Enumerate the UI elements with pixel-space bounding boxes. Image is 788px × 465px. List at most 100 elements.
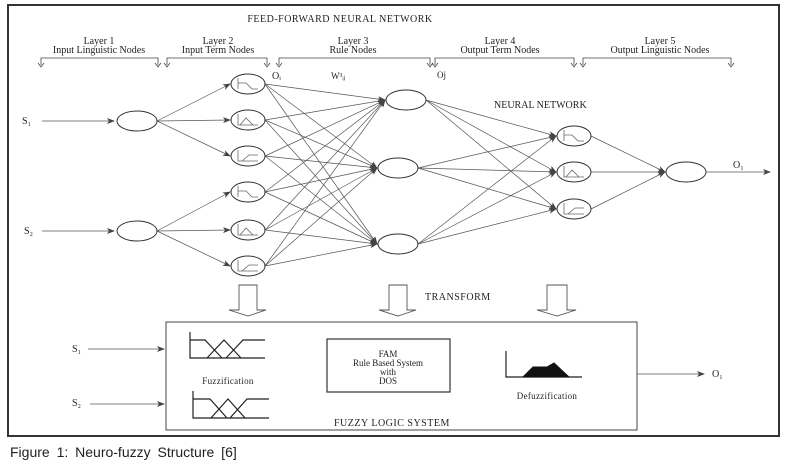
layer-1-node: [116, 110, 158, 132]
layer-4-subtitle: Output Term Nodes: [460, 45, 539, 56]
layer-2-name: Layer 2: [203, 36, 234, 47]
transform-label: TRANSFORM: [425, 292, 491, 303]
layer-1-bracket: [40, 57, 159, 65]
layer-brackets: [40, 57, 732, 65]
edge-l3-l4: [425, 99, 557, 210]
layer-2-node: [230, 181, 266, 203]
fuzzy-output-label: O₁: [712, 369, 723, 380]
fam-rule-box: [326, 338, 451, 393]
edge-l3-l4: [417, 134, 557, 169]
input-label-s2: S₂: [24, 226, 33, 237]
fuzzification-plot-2: [192, 391, 269, 419]
layer-3-node: [377, 157, 419, 179]
edge-l3-l4: [417, 135, 557, 245]
defuzzification-plot: [505, 351, 582, 378]
fam-line-4: DOS: [379, 376, 397, 386]
edge-l2-l3: [264, 98, 386, 121]
s-membership-icon: [563, 203, 584, 215]
layer-2-subtitle: Input Term Nodes: [182, 45, 255, 56]
layer-3-subtitle: Rule Nodes: [330, 45, 377, 56]
layer-5-subtitle: Output Linguistic Nodes: [611, 45, 710, 56]
transform-arrows: [228, 284, 577, 317]
fuzzy-input-label-s2: S₂: [72, 398, 81, 409]
edge-l3-l4: [417, 167, 557, 175]
fam-line-1: FAM: [379, 349, 398, 359]
edge-l1-l2: [156, 230, 231, 267]
edge-l2-l3: [264, 155, 378, 171]
figure-caption: Figure 1: Neuro-fuzzy Structure [6]: [10, 444, 237, 460]
layer-4-node: [556, 125, 592, 147]
oj-label: Oj: [437, 70, 446, 80]
edge-l2-l3: [264, 99, 386, 193]
layer-1-subtitle: Input Linguistic Nodes: [53, 45, 145, 56]
edge-l3-l4: [417, 171, 557, 245]
layer-4-bracket: [434, 57, 575, 65]
edge-l3-l4: [425, 99, 557, 138]
edge-l2-l3: [264, 167, 378, 267]
z-membership-icon: [237, 78, 258, 90]
edge-l2-l3: [264, 99, 386, 157]
triangle-membership-icon: [237, 114, 258, 126]
oi-label: Oᵢ: [272, 71, 281, 82]
edge-l4-l5: [590, 171, 666, 210]
weight-label: W³ᵢⱼ: [331, 71, 346, 81]
edge-l2-l3: [264, 83, 378, 245]
layer-headers: Layer 1 Input Linguistic Nodes Layer 2 I…: [53, 36, 710, 56]
fuzzification-plot-1: [189, 332, 265, 359]
defuzzification-label: Defuzzification: [517, 391, 578, 401]
layer-bracket-arrowheads: [37, 62, 735, 68]
edge-l1-l2: [156, 227, 231, 234]
s-membership-icon: [237, 150, 258, 162]
layer-4-name: Layer 4: [485, 36, 516, 47]
layer-2-node: [230, 73, 266, 95]
network-connections: [156, 83, 666, 267]
layer-5-bracket: [582, 57, 732, 65]
edge-l1-l2: [156, 191, 231, 232]
layer-3-node: [385, 89, 427, 111]
edge-l2-l3: [264, 99, 386, 231]
figure-frame: [7, 4, 780, 437]
edge-l2-l3: [264, 155, 378, 245]
transform-arrow-2: [378, 284, 417, 317]
edge-l3-l4: [417, 167, 557, 210]
edge-l2-l3: [264, 166, 378, 193]
transform-arrow-3: [536, 284, 577, 317]
membership-function-icons: [237, 78, 584, 272]
input-label-s1: S₁: [22, 116, 31, 127]
z-membership-icon: [563, 130, 584, 142]
edge-l2-l3: [264, 99, 386, 267]
layer-3-name: Layer 3: [338, 36, 369, 47]
edge-l2-l3: [264, 191, 378, 245]
edge-l4-l5: [590, 135, 666, 173]
fuzzy-input-label-s1: S₁: [72, 344, 81, 355]
layer-2-bracket: [166, 57, 268, 65]
layer-3-node: [377, 233, 419, 255]
edge-l2-l3: [264, 229, 378, 247]
edge-l2-l3: [264, 83, 386, 103]
edge-l2-l3: [264, 167, 378, 231]
fuzzy-system-title: FUZZY LOGIC SYSTEM: [334, 418, 450, 429]
edge-l1-l2: [156, 83, 231, 122]
edge-l1-l2: [156, 117, 231, 124]
edge-l2-l3: [264, 242, 378, 267]
edge-l3-l4: [417, 207, 557, 245]
edge-l2-l3: [264, 119, 378, 245]
z-membership-icon: [237, 186, 258, 198]
s-membership-icon: [237, 260, 258, 272]
output-label: O₁: [733, 160, 744, 171]
transform-arrow-1: [228, 284, 267, 317]
layer-5-name: Layer 5: [645, 36, 676, 47]
neural-network-label: NEURAL NETWORK: [494, 100, 587, 111]
layer-5-node: [665, 161, 707, 183]
diagram-title: FEED-FORWARD NEURAL NETWORK: [247, 14, 433, 25]
edge-l2-l3: [264, 83, 378, 169]
edge-l3-l4: [425, 99, 557, 173]
triangle-membership-icon: [237, 224, 258, 236]
edge-l1-l2: [156, 120, 231, 157]
layer-1-node: [116, 220, 158, 242]
triangle-membership-icon: [563, 166, 584, 178]
layer-3-bracket: [278, 57, 431, 65]
network-nodes: [116, 73, 707, 277]
edge-l2-l3: [264, 119, 378, 169]
